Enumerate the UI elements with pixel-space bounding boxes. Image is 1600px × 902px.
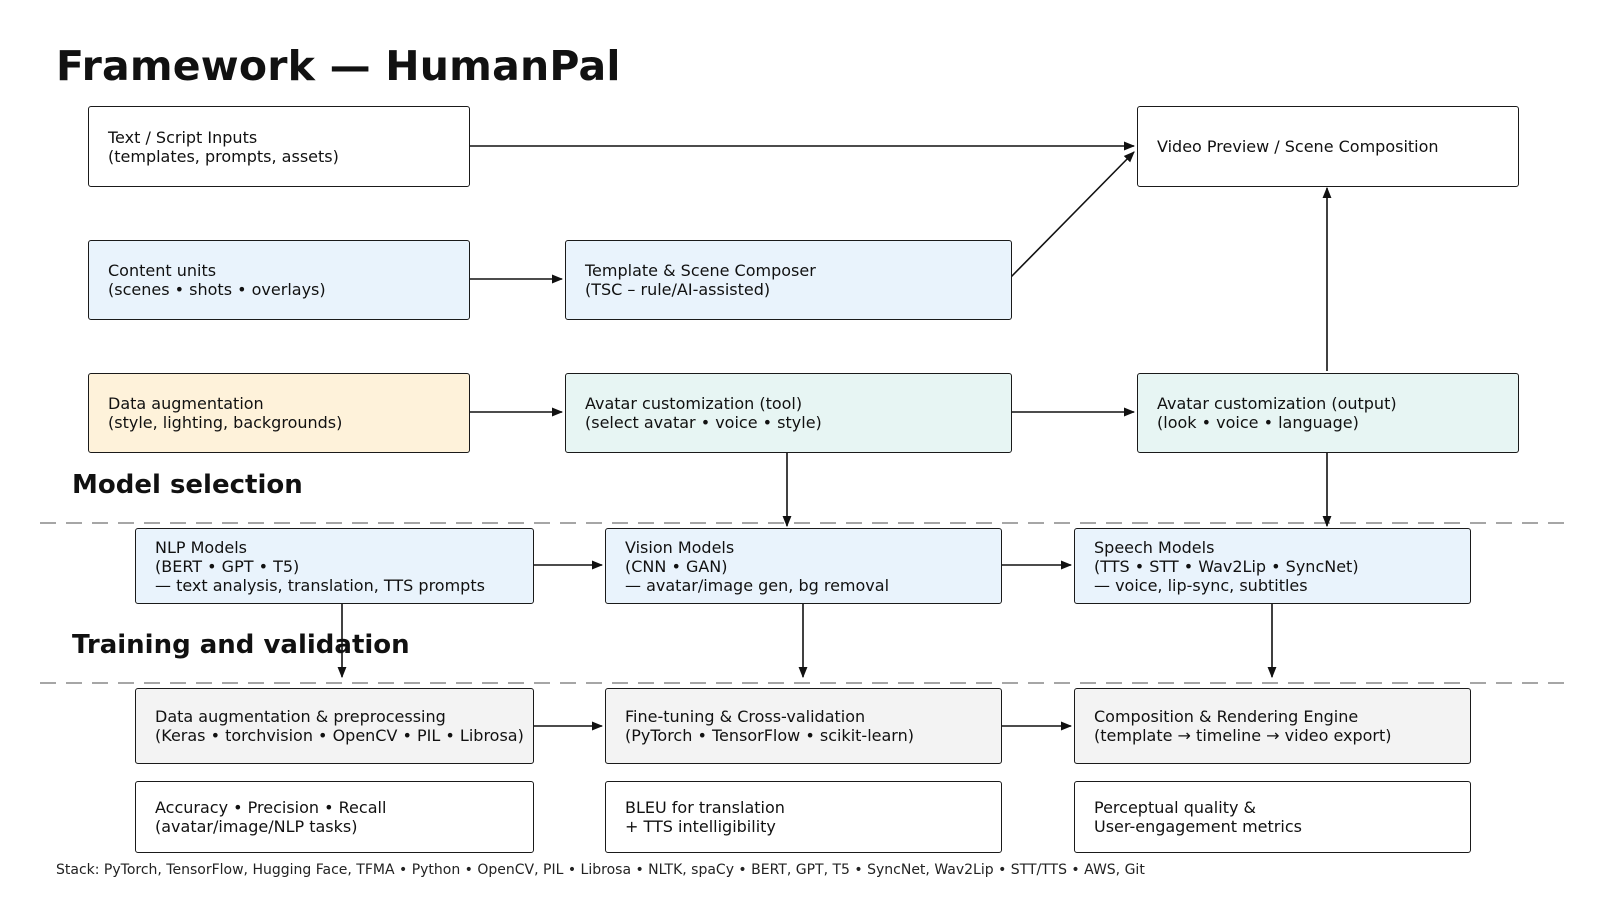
node-line: (Keras • torchvision • OpenCV • PIL • Li… <box>155 726 524 745</box>
node-vision-models: Vision Models (CNN • GAN) — avatar/image… <box>605 528 1002 604</box>
node-line: (look • voice • language) <box>1157 413 1359 432</box>
arrow-template-composer-to-video-preview <box>1009 151 1135 279</box>
page-title: Framework — HumanPal <box>56 42 621 90</box>
node-line: + TTS intelligibility <box>625 817 776 836</box>
node-line: (scenes • shots • overlays) <box>108 280 326 299</box>
node-line: Template & Scene Composer <box>585 261 816 280</box>
node-line: Data augmentation <box>108 394 264 413</box>
node-template-scene-composer: Template & Scene Composer (TSC – rule/AI… <box>565 240 1012 320</box>
node-line: (TTS • STT • Wav2Lip • SyncNet) <box>1094 556 1359 576</box>
node-data-augmentation: Data augmentation (style, lighting, back… <box>88 373 470 453</box>
node-avatar-customization-tool: Avatar customization (tool) (select avat… <box>565 373 1012 453</box>
node-line: User-engagement metrics <box>1094 817 1302 836</box>
node-speech-models: Speech Models (TTS • STT • Wav2Lip • Syn… <box>1074 528 1471 604</box>
section-heading-training-validation: Training and validation <box>72 630 410 660</box>
node-line: (avatar/image/NLP tasks) <box>155 817 358 836</box>
node-line: (PyTorch • TensorFlow • scikit-learn) <box>625 726 914 745</box>
node-line: Content units <box>108 261 217 280</box>
node-line: (style, lighting, backgrounds) <box>108 413 343 432</box>
node-text-script-inputs: Text / Script Inputs (templates, prompts… <box>88 106 470 187</box>
node-line: Fine-tuning & Cross-validation <box>625 707 866 726</box>
node-line: Speech Models <box>1094 537 1215 557</box>
section-heading-model-selection: Model selection <box>72 470 303 500</box>
node-composition-rendering-engine: Composition & Rendering Engine (template… <box>1074 688 1471 764</box>
node-metrics-perceptual: Perceptual quality & User-engagement met… <box>1074 781 1471 853</box>
node-line: Avatar customization (output) <box>1157 394 1397 413</box>
node-line: (select avatar • voice • style) <box>585 413 822 432</box>
node-line: Perceptual quality & <box>1094 798 1256 817</box>
node-finetuning-cross-validation: Fine-tuning & Cross-validation (PyTorch … <box>605 688 1002 764</box>
node-line: Video Preview / Scene Composition <box>1157 137 1439 156</box>
node-line: (CNN • GAN) <box>625 556 728 576</box>
node-line: (templates, prompts, assets) <box>108 146 339 166</box>
node-line: Vision Models <box>625 537 735 557</box>
node-line: (BERT • GPT • T5) <box>155 556 300 576</box>
node-metrics-accuracy: Accuracy • Precision • Recall (avatar/im… <box>135 781 534 853</box>
node-line: (template → timeline → video export) <box>1094 726 1392 745</box>
node-video-preview: Video Preview / Scene Composition <box>1137 106 1519 187</box>
stack-footer: Stack: PyTorch, TensorFlow, Hugging Face… <box>56 862 1145 878</box>
node-line: NLP Models <box>155 537 247 557</box>
node-line: Text / Script Inputs <box>108 127 258 147</box>
node-line: Data augmentation & preprocessing <box>155 707 446 726</box>
node-line: — text analysis, translation, TTS prompt… <box>155 575 485 595</box>
node-augmentation-preprocessing: Data augmentation & preprocessing (Keras… <box>135 688 534 764</box>
node-line: Accuracy • Precision • Recall <box>155 798 387 817</box>
node-content-units: Content units (scenes • shots • overlays… <box>88 240 470 320</box>
node-nlp-models: NLP Models (BERT • GPT • T5) — text anal… <box>135 528 534 604</box>
node-line: Avatar customization (tool) <box>585 394 803 413</box>
node-metrics-bleu: BLEU for translation + TTS intelligibili… <box>605 781 1002 853</box>
node-line: Composition & Rendering Engine <box>1094 707 1359 726</box>
node-line: (TSC – rule/AI-assisted) <box>585 280 771 299</box>
node-line: BLEU for translation <box>625 798 785 817</box>
node-line: — voice, lip-sync, subtitles <box>1094 575 1308 595</box>
node-avatar-customization-output: Avatar customization (output) (look • vo… <box>1137 373 1519 453</box>
node-line: — avatar/image gen, bg removal <box>625 575 890 595</box>
